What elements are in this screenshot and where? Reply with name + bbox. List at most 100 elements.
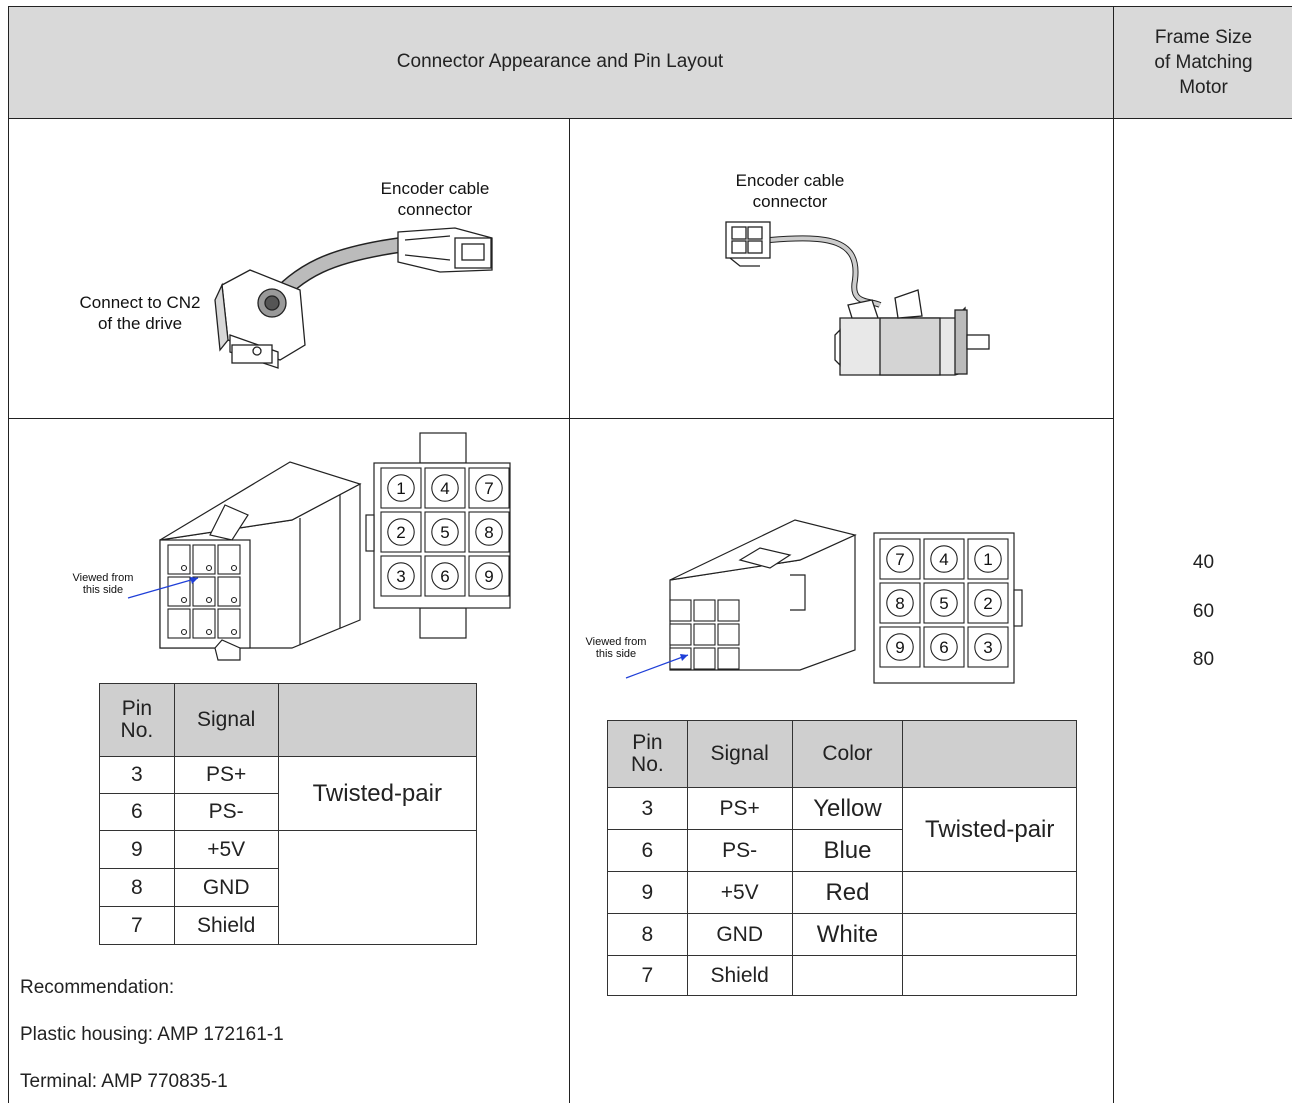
header-note	[902, 720, 1077, 788]
color-cell: White	[791, 913, 904, 956]
left-cavity-contact	[230, 596, 238, 604]
right-pin-circle-7	[886, 545, 914, 573]
color-cell	[791, 955, 904, 996]
header-note	[277, 683, 478, 757]
signal-cell: Shield	[173, 906, 279, 945]
right-pin-number-8: 8	[895, 594, 904, 613]
left-pin-number-5: 5	[440, 523, 449, 542]
right-cavity	[717, 623, 740, 646]
right-pin-circle-1	[974, 545, 1002, 573]
right-cavity	[669, 623, 692, 646]
empty-note-cell	[902, 955, 1077, 996]
right-cavity	[693, 623, 716, 646]
right-pin-circle-6	[930, 633, 958, 661]
right-pin-circle-3	[974, 633, 1002, 661]
right-pin-number-7: 7	[895, 550, 904, 569]
pin-cell: 7	[607, 955, 688, 996]
pin-cell: 3	[99, 756, 175, 794]
signal-cell: PS-	[686, 829, 793, 872]
recommendation-title: Recommendation:	[20, 977, 175, 998]
header-divider	[8, 118, 1292, 119]
left-pin-number-9: 9	[484, 567, 493, 586]
twisted-pair-cell: Twisted-pair	[902, 787, 1077, 872]
header-row	[8, 6, 1292, 118]
right-cavity	[693, 599, 716, 622]
left-pin-circle-9	[475, 562, 503, 590]
encoder-connector-label-left: Encoder cable connector	[380, 179, 490, 219]
right-cavity	[717, 599, 740, 622]
header-frame-size: Frame Size of Matching Motor	[1154, 26, 1253, 98]
left-pin-circle-6	[431, 562, 459, 590]
color-cell: Blue	[791, 829, 904, 872]
header-color: Color	[791, 720, 904, 788]
right-pin-number-2: 2	[983, 594, 992, 613]
recommendation-housing: Plastic housing: AMP 172161-1	[20, 1024, 284, 1045]
viewed-from-label-right: Viewed from this side	[585, 636, 647, 660]
table-border-left	[8, 6, 9, 1103]
pin-cell: 7	[99, 906, 175, 945]
right-pin-number-9: 9	[895, 638, 904, 657]
right-pin-number-4: 4	[939, 550, 948, 569]
left-pin-number-7: 7	[484, 479, 493, 498]
signal-cell: GND	[686, 913, 793, 956]
signal-cell: +5V	[686, 871, 793, 914]
left-cavity-contact	[180, 596, 188, 604]
left-pin-number-6: 6	[440, 567, 449, 586]
left-cavity-contact	[180, 628, 188, 636]
left-cavity-contact	[205, 628, 213, 636]
frame-size-40: 40	[1192, 552, 1215, 573]
encoder-connector-label-right: Encoder cable connector	[735, 171, 845, 211]
right-pin-number-6: 6	[939, 638, 948, 657]
signal-cell: PS-	[173, 793, 279, 831]
left-cavity-contact	[205, 596, 213, 604]
left-pin-circle-8	[475, 518, 503, 546]
left-pin-circle-2	[387, 518, 415, 546]
left-pin-circle-1	[387, 474, 415, 502]
frame-size-60: 60	[1192, 601, 1215, 622]
right-pin-circle-2	[974, 589, 1002, 617]
left-pin-number-3: 3	[396, 567, 405, 586]
pin-cell: 6	[607, 829, 688, 872]
right-pin-number-3: 3	[983, 638, 992, 657]
recommendation-terminal: Terminal: AMP 770835-1	[20, 1071, 228, 1092]
header-signal: Signal	[686, 720, 793, 788]
right-pin-number-5: 5	[939, 594, 948, 613]
row-divider	[8, 418, 1113, 419]
signal-cell: +5V	[173, 830, 279, 869]
left-pin-number-8: 8	[484, 523, 493, 542]
frame-column-divider	[1113, 6, 1114, 1103]
signal-cell: GND	[173, 868, 279, 907]
color-cell: Red	[791, 871, 904, 914]
right-pin-number-1: 1	[983, 550, 992, 569]
color-cell: Yellow	[791, 787, 904, 830]
header-pin-no: Pin No.	[99, 683, 175, 757]
signal-cell: Shield	[686, 955, 793, 996]
left-pin-table: Pin No. Signal 3 PS+ Twisted-pair 6 PS- …	[99, 683, 478, 945]
left-pin-number-2: 2	[396, 523, 405, 542]
left-cavity-contact	[230, 628, 238, 636]
pin-cell: 3	[607, 787, 688, 830]
right-cavity	[693, 647, 716, 670]
empty-note-cell	[277, 830, 478, 945]
left-cavity-contact	[230, 564, 238, 572]
left-cavity-contact	[205, 564, 213, 572]
cn2-label: Connect to CN2 of the drive	[79, 293, 201, 333]
pin-cell: 6	[99, 793, 175, 831]
right-pin-table: Pin No. Signal Color 3 PS+ Yellow Twiste…	[607, 720, 1077, 996]
right-pin-circle-4	[930, 545, 958, 573]
right-pin-circle-5	[930, 589, 958, 617]
right-pin-circle-9	[886, 633, 914, 661]
header-pin-no: Pin No.	[607, 720, 688, 788]
empty-note-cell	[902, 871, 1077, 914]
signal-cell: PS+	[173, 756, 279, 794]
pin-cell: 9	[607, 871, 688, 914]
right-pin-circle-8	[886, 589, 914, 617]
left-pin-circle-5	[431, 518, 459, 546]
pin-cell: 9	[99, 830, 175, 869]
